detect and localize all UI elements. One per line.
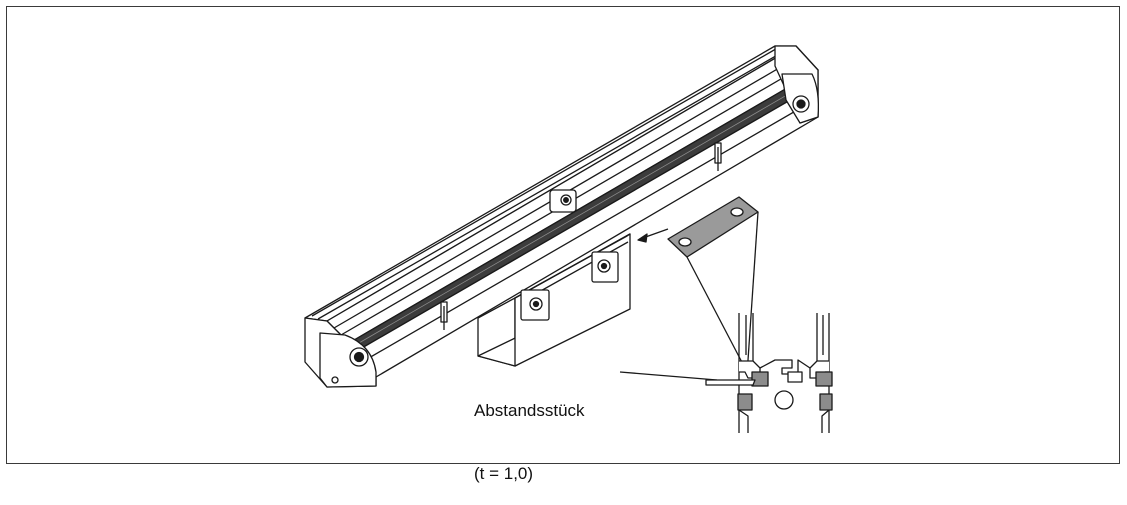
top-mount-screw — [549, 189, 577, 213]
figure-frame — [6, 6, 1120, 464]
leader-line-shim-2 — [746, 211, 759, 376]
spacer-label-thickness: (t = 1,0) — [474, 464, 534, 483]
scanning-head — [477, 233, 631, 367]
clip-right — [714, 142, 722, 171]
leader-line-label — [619, 371, 718, 381]
cross-section-detail — [705, 313, 833, 433]
leader-line-shim — [686, 256, 747, 371]
linear-encoder-diagram — [304, 45, 833, 433]
left-end-cap — [319, 332, 377, 388]
spacer-label: Abstandsstück (t = 1,0) — [474, 358, 585, 505]
spacer-label-name: Abstandsstück — [474, 401, 585, 420]
insertion-arrow — [637, 228, 669, 243]
spacer-shim — [667, 196, 759, 258]
clip-left — [440, 301, 448, 330]
right-end-cap — [781, 73, 820, 124]
